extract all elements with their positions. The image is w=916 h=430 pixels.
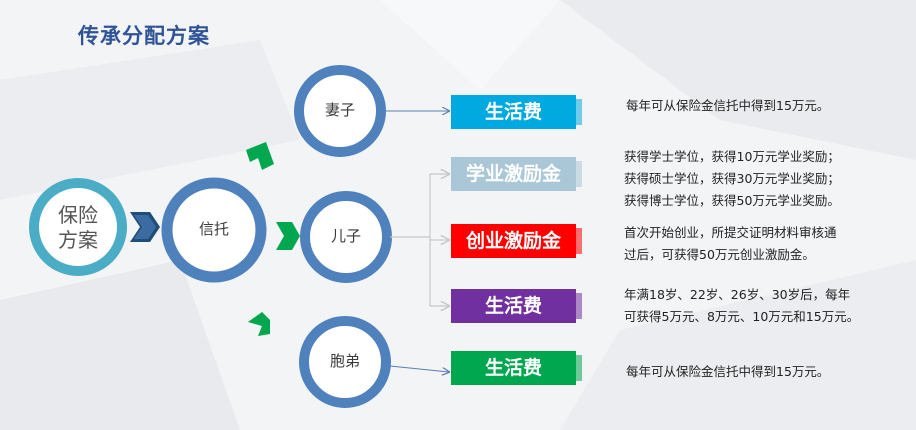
beneficiary-circle-brother [299, 316, 391, 408]
beneficiary-label-son: 儿子 [330, 227, 361, 245]
tag-living-expenses-wife: 生活费 [451, 95, 582, 129]
beneficiary-circle-wife [294, 65, 386, 157]
beneficiary-label-brother: 胞弟 [329, 352, 360, 370]
beneficiary-circle-son [300, 191, 392, 283]
description-son-living: 年满18岁、22岁、26岁、30岁后，每年 可获得5万元、8万元、10万元和15… [624, 287, 860, 324]
description-wife: 每年可从保险金信托中得到15万元。 [626, 98, 830, 113]
tag-living-expenses-son: 生活费 [451, 289, 582, 323]
chevron-up-right-icon [246, 142, 274, 170]
beneficiary-label-wife: 妻子 [324, 101, 355, 119]
connector-line [389, 365, 449, 372]
page-title: 传承分配方案 [78, 24, 210, 48]
source-circle [29, 178, 127, 276]
description-startup: 首次开始创业，所提交证明材料审核通 过后，可获得50万元创业激励金。 [624, 225, 837, 262]
description-brother: 每年可从保险金信托中得到15万元。 [626, 364, 830, 379]
tag-startup-incentive: 创业激励金 [451, 224, 582, 258]
chevron-down-right-icon [248, 312, 270, 336]
source-label: 保险 方案 [58, 203, 98, 252]
chevron-right-icon [276, 222, 300, 250]
trust-circle [161, 177, 267, 283]
trust-label: 信托 [198, 220, 229, 238]
description-academic: 获得学士学位，获得10万元学业奖励； 获得硕士学位，获得30万元学业奖励； 获得… [624, 149, 840, 208]
connector-bracket [390, 174, 431, 306]
tag-academic-incentive: 学业激励金 [451, 157, 582, 191]
tag-living-expenses-brother: 生活费 [451, 351, 582, 385]
